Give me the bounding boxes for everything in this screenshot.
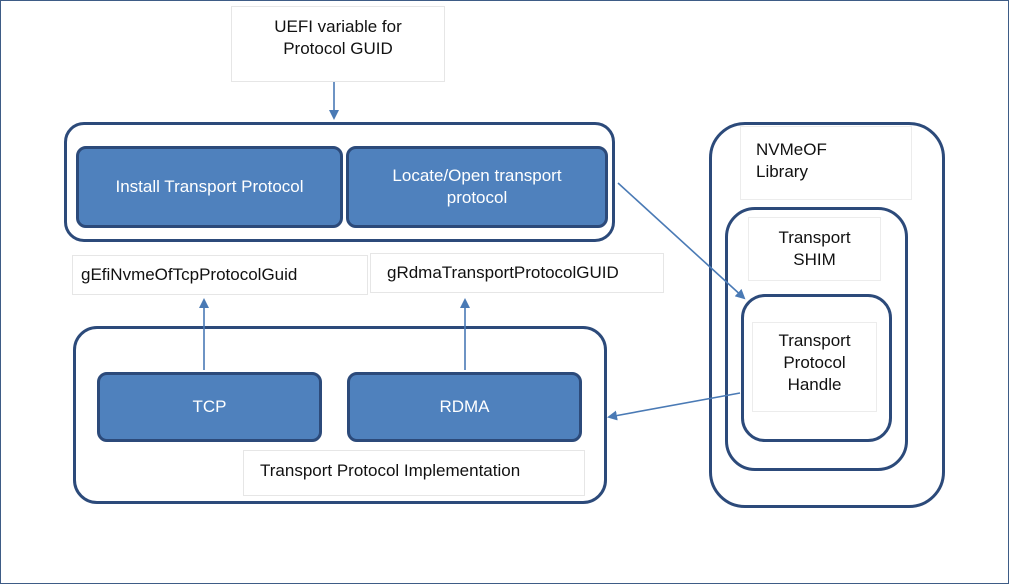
rdma-label: RDMA	[439, 397, 490, 416]
rdma-box: RDMA	[347, 372, 582, 442]
uefi-variable-label: UEFI variable for Protocol GUID	[231, 6, 445, 82]
locate-protocol-box: Locate/Open transport protocol	[346, 146, 608, 228]
protocol-handle-label: Transport Protocol Handle	[752, 322, 877, 412]
tcp-box: TCP	[97, 372, 322, 442]
nvmeof-library-label: NVMeOF Library	[740, 126, 912, 200]
rdma-guid-label: gRdmaTransportProtocolGUID	[370, 253, 664, 293]
implementation-label: Transport Protocol Implementation	[243, 450, 585, 496]
install-protocol-label: Install Transport Protocol	[115, 177, 304, 196]
tcp-guid-label: gEfiNvmeOfTcpProtocolGuid	[72, 255, 368, 295]
transport-shim-label: Transport SHIM	[748, 217, 881, 281]
tcp-label: TCP	[192, 397, 227, 416]
locate-protocol-label: Locate/Open transport protocol	[392, 166, 562, 207]
install-protocol-box: Install Transport Protocol	[76, 146, 343, 228]
